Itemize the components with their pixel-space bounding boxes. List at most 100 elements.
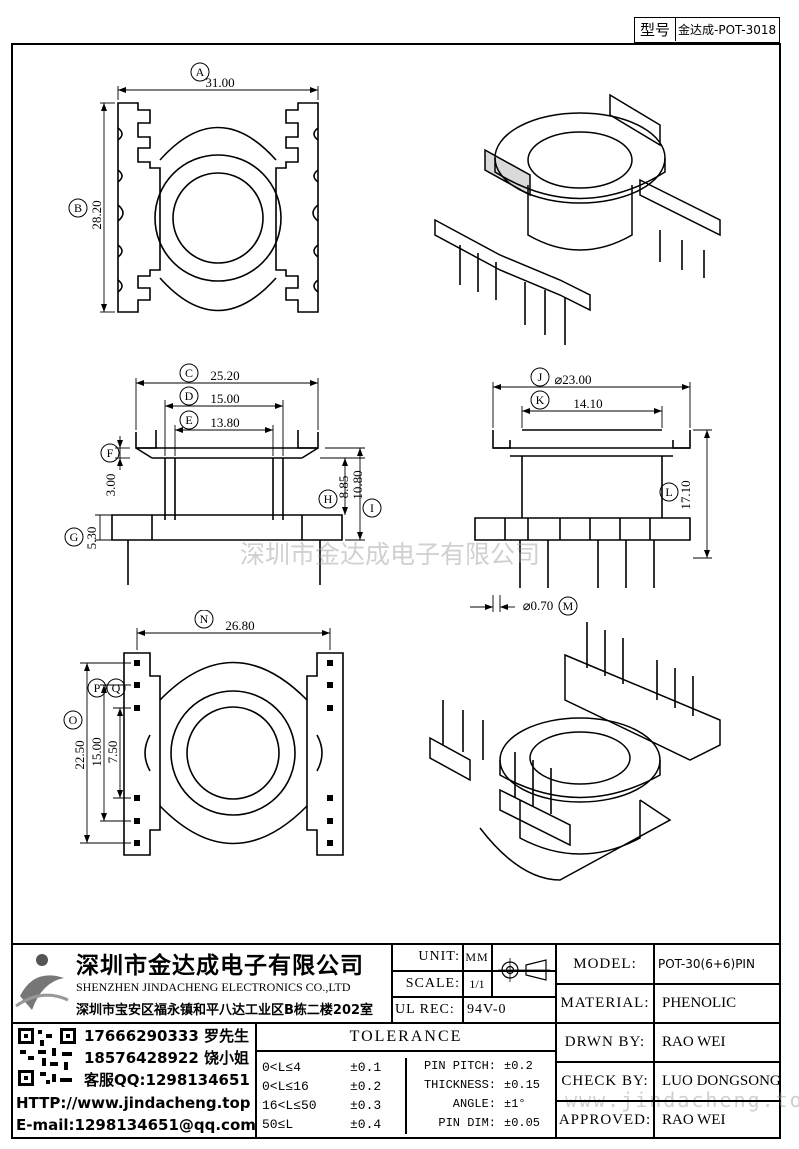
dim-O-label: O — [69, 713, 78, 727]
contact-phone-2: 18576428922 饶小姐 — [84, 1048, 250, 1067]
approved-value: RAO WEI — [662, 1111, 726, 1128]
contact-qq: 客服QQ:1298134651 — [84, 1070, 250, 1089]
divider — [391, 970, 555, 972]
divider — [391, 996, 555, 998]
divider — [653, 943, 655, 1139]
company-address: 深圳市宝安区福永镇和平八达工业区B栋二楼202室 — [76, 1002, 374, 1018]
dim-E-value: 13.80 — [210, 415, 239, 430]
ul-rec-label: UL REC: — [395, 1001, 455, 1017]
dim-Q-label: Q — [112, 681, 121, 695]
dim-E-label: E — [185, 413, 192, 427]
divider — [555, 983, 781, 985]
tol-range-3: 16<L≤50 — [262, 1097, 317, 1113]
dim-N-value: 26.80 — [225, 618, 254, 633]
dim-B-label: B — [74, 201, 82, 215]
dim-D-value: 15.00 — [210, 391, 239, 406]
ul-rec-value: 94V-0 — [467, 1001, 507, 1017]
tol-range-2: 0<L≤16 — [262, 1078, 309, 1094]
divider — [462, 943, 464, 1023]
title-block — [11, 943, 781, 1139]
drawn-by-value: RAO WEI — [662, 1034, 726, 1050]
company-logo — [15, 954, 69, 1010]
divider — [555, 943, 557, 1139]
extra-val-4: ±0.05 — [504, 1116, 541, 1130]
projection-symbol-icon — [498, 958, 550, 982]
scale-label: SCALE: — [405, 976, 460, 991]
divider — [255, 1050, 555, 1052]
divider — [405, 1058, 407, 1134]
check-by-label: CHECK BY: — [561, 1073, 649, 1089]
dim-J-label: J — [538, 370, 543, 384]
extra-label-1: PIN PITCH: — [423, 1059, 496, 1073]
dim-Q-value: 7.50 — [105, 741, 120, 764]
unit-value: MM — [465, 949, 489, 964]
dim-H-label: H — [324, 492, 333, 506]
side-view-drawing: J ⌀23.00 K 14.10 L 17.10 ⌀0.70 M — [470, 367, 712, 616]
unit-label: UNIT: — [418, 949, 460, 964]
tolerance-title: TOLERANCE — [349, 1028, 463, 1045]
dim-N-label: N — [200, 612, 209, 626]
material-value: PHENOLIC — [662, 995, 737, 1011]
model-box-label: 型号 — [635, 18, 676, 41]
contact-phone-1: 17666290333 罗先生 — [84, 1026, 250, 1045]
dim-D-label: D — [185, 389, 194, 403]
tol-val-3: ±0.3 — [350, 1097, 382, 1113]
dim-F-label: F — [107, 446, 114, 460]
extra-val-2: ±0.15 — [504, 1078, 541, 1092]
dim-G-value: 5.30 — [84, 527, 99, 550]
tol-range-1: 0<L≤4 — [262, 1059, 302, 1075]
model-box: 型号 金达成-POT-3018 — [634, 17, 780, 43]
divider — [11, 1022, 781, 1024]
dim-C-label: C — [185, 366, 193, 380]
extra-val-3: ±1° — [504, 1097, 526, 1111]
company-name-en: SHENZHEN JINDACHENG ELECTRONICS CO.,LTD — [76, 979, 351, 994]
drawn-by-label: DRWN BY: — [564, 1034, 646, 1050]
dim-K-label: K — [536, 393, 545, 407]
company-name-cn: 深圳市金达成电子有限公司 — [76, 953, 364, 979]
bottom-view-drawing: N 26.80 O 22.50 P 15.00 Q 7.50 — [63, 610, 344, 856]
dim-M-label: M — [563, 599, 574, 613]
isometric-view-top — [434, 93, 721, 345]
extra-label-2: THICKNESS: — [423, 1078, 496, 1092]
contact-http[interactable]: HTTP://www.jindacheng.top — [16, 1094, 251, 1112]
divider — [555, 1061, 781, 1063]
dim-P-label: P — [94, 681, 101, 695]
drawing-frame — [11, 43, 781, 1139]
divider — [255, 1023, 257, 1139]
isometric-view-bottom — [429, 622, 721, 881]
material-label: MATERIAL: — [560, 995, 650, 1011]
scale-value: 1/1 — [469, 976, 485, 991]
extra-label-3: ANGLE: — [452, 1097, 496, 1111]
approved-label: APPROVED: — [558, 1111, 652, 1128]
tol-val-4: ±0.4 — [350, 1116, 382, 1132]
front-view-drawing: C 25.20 D 15.00 E 13.80 F 3.00 G 5.30 H … — [64, 363, 382, 585]
extra-label-4: PIN DIM: — [438, 1116, 496, 1130]
dim-P-value: 15.00 — [89, 737, 104, 766]
dim-G-label: G — [70, 530, 79, 544]
divider — [555, 1100, 781, 1102]
tol-val-1: ±0.1 — [350, 1059, 382, 1075]
tol-val-2: ±0.2 — [350, 1078, 382, 1094]
dim-A-value: 31.00 — [205, 75, 234, 90]
extra-val-1: ±0.2 — [504, 1059, 533, 1073]
qr-code — [16, 1026, 78, 1088]
center-watermark: 深圳市金达成电子有限公司 — [240, 540, 541, 569]
dim-A-label: A — [196, 65, 205, 79]
dim-F-value: 3.00 — [103, 474, 118, 497]
dim-J-value: ⌀23.00 — [554, 372, 591, 387]
dim-B-value: 28.20 — [89, 200, 104, 229]
divider — [391, 943, 393, 1023]
dim-K-value: 14.10 — [573, 396, 602, 411]
dim-H-value: 8.85 — [336, 476, 351, 499]
dim-I-label: I — [370, 501, 374, 515]
dim-I-value: 10.80 — [350, 470, 365, 499]
dim-C-value: 25.20 — [210, 368, 239, 383]
contact-email[interactable]: E-mail:1298134651@qq.com — [16, 1116, 256, 1134]
dim-O-value: 22.50 — [72, 740, 87, 769]
model-value: POT-30(6+6)PIN — [658, 957, 755, 971]
top-view-drawing: A 31.00 B 28.20 — [68, 62, 319, 313]
dim-L-label: L — [665, 485, 672, 499]
model-label: MODEL: — [573, 955, 637, 972]
tol-range-4: 50≤L — [262, 1116, 294, 1132]
dim-L-value: 17.10 — [678, 480, 693, 509]
